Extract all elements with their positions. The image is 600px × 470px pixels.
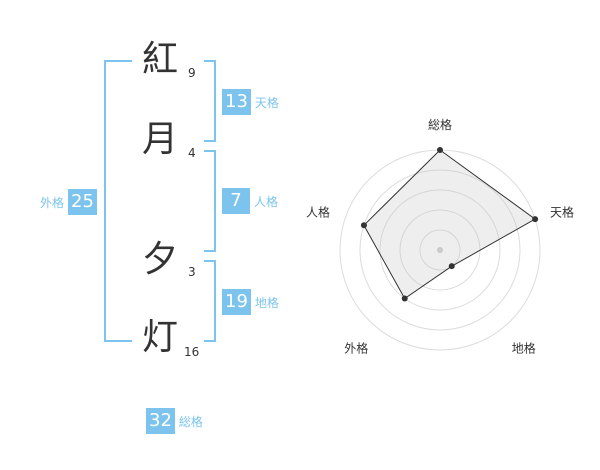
radar-axis-label-3: 地格 <box>512 341 536 356</box>
char-4: 灯 <box>141 317 178 358</box>
gaikaku-badge: 外格 25 <box>40 189 97 215</box>
radar-axis-label-4: 外格 <box>344 341 368 356</box>
chikaku-value: 19 <box>222 289 251 315</box>
jinkaku-value: 7 <box>222 188 250 214</box>
radar-point-5 <box>360 222 367 229</box>
radar-center-dot <box>437 247 443 253</box>
tenkaku-bracket <box>204 60 216 142</box>
radar-axis-label-2: 天格 <box>550 204 574 219</box>
jinkaku-badge: 7 人格 <box>222 188 278 214</box>
soukaku-badge: 32 総格 <box>146 408 203 434</box>
radar-ring-1 <box>419 229 461 271</box>
char-2: 月 <box>141 119 178 160</box>
radar-area <box>363 149 537 300</box>
radar-point-3 <box>448 263 455 270</box>
jinkaku-bracket <box>204 150 216 252</box>
char-2-strokes: 4 <box>188 146 196 160</box>
jinkaku-label: 人格 <box>254 194 279 209</box>
char-1-strokes: 9 <box>188 66 196 80</box>
gaikaku-label: 外格 <box>40 195 65 210</box>
tenkaku-badge: 13 天格 <box>222 89 279 115</box>
soukaku-label: 総格 <box>178 414 203 429</box>
tenkaku-value: 13 <box>222 89 251 115</box>
chikaku-bracket <box>204 260 216 342</box>
radar-axis-label-5: 人格 <box>306 204 330 219</box>
chikaku-label: 地格 <box>254 295 279 310</box>
soukaku-value: 32 <box>146 408 175 434</box>
radar-point-2 <box>532 216 539 223</box>
radar-axis-label-1: 総格 <box>428 117 452 132</box>
char-3-strokes: 3 <box>188 265 196 279</box>
gaikaku-bracket <box>104 60 132 342</box>
tenkaku-label: 天格 <box>254 95 279 110</box>
gaikaku-value: 25 <box>68 189 97 215</box>
radar-ring-3 <box>379 189 501 311</box>
radar-point-1 <box>437 147 443 153</box>
chikaku-badge: 19 地格 <box>222 289 279 315</box>
radar-point-4 <box>401 295 408 302</box>
radar-ring-4 <box>359 169 521 331</box>
char-1: 紅 <box>141 39 178 80</box>
char-4-strokes: 16 <box>184 345 200 359</box>
char-3: 夕 <box>141 239 178 280</box>
